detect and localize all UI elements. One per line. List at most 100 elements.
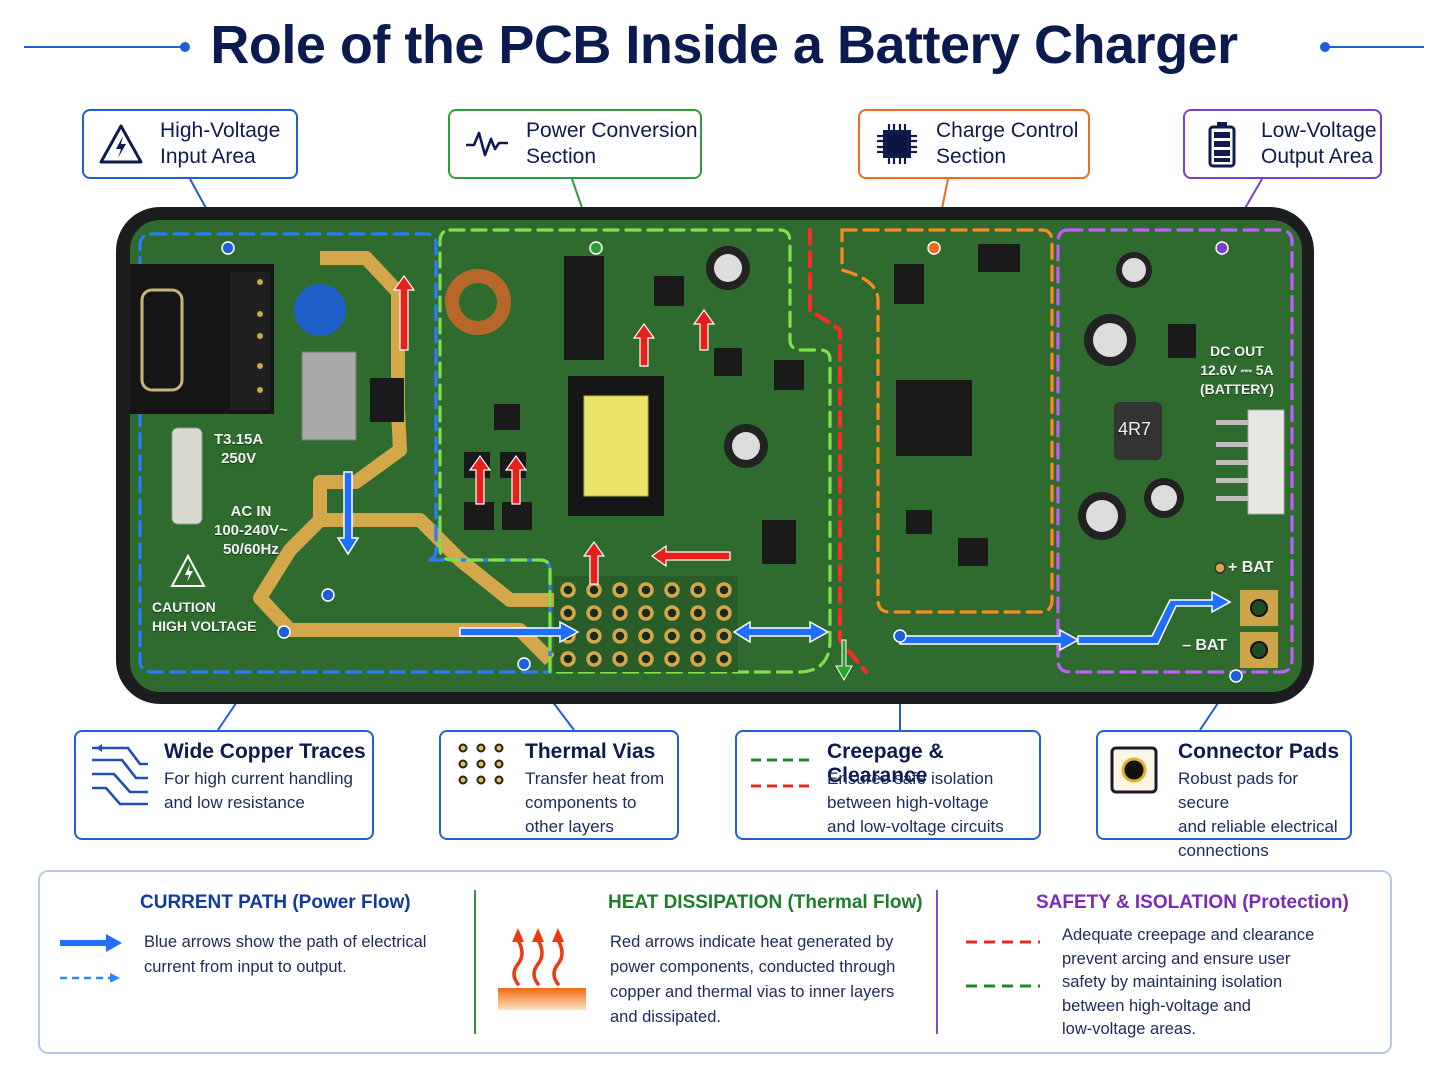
- output-inductor: [1114, 402, 1162, 460]
- thermal-via: [638, 605, 654, 621]
- thermal-via: [612, 582, 628, 598]
- thermal-via: [560, 582, 576, 598]
- feature-wide-copper-traces: Wide Copper Traces For high current hand…: [74, 730, 374, 840]
- heat-waves-icon: [498, 928, 586, 1010]
- mosfet-array: [564, 256, 604, 360]
- feature-title: Wide Copper Traces: [164, 740, 366, 763]
- thermal-via: [690, 605, 706, 621]
- thermal-via: [586, 628, 602, 644]
- thermal-via: [716, 628, 732, 644]
- ground-arrow: [835, 639, 853, 682]
- heat-arrow: [650, 544, 731, 568]
- legend-panel: CURRENT PATH (Power Flow) Blue arrows sh…: [38, 870, 1392, 1054]
- feature-description: Ensures safe isolation between high-volt…: [827, 769, 1004, 836]
- title-decoration-dot-right: [1320, 42, 1330, 52]
- thermal-via: [664, 582, 680, 598]
- battery-icon: [1197, 119, 1247, 169]
- caution-label: CAUTION HIGH VOLTAGE: [152, 599, 257, 634]
- feature-title: Thermal Vias: [525, 740, 656, 763]
- heat-arrow: [468, 454, 492, 505]
- heat-arrow: [392, 274, 416, 351]
- title-decoration-left: [24, 46, 184, 48]
- x-capacitor: [301, 351, 357, 441]
- isolation-lines-legend-icon: [966, 940, 1040, 988]
- toroid-inductor: [445, 269, 511, 335]
- title-decoration-dot-left: [180, 42, 190, 52]
- fuse-rating-label: T3.15A 250V: [214, 431, 264, 467]
- title-decoration-right: [1326, 46, 1424, 48]
- callout-high-voltage-input: High-Voltage Input Area: [82, 109, 298, 179]
- thermal-via: [690, 628, 706, 644]
- thermal-via: [586, 651, 602, 667]
- current-arrow-legend-icon: [60, 934, 122, 982]
- thermal-via: [586, 605, 602, 621]
- callout-label: High-Voltage Input Area: [160, 119, 281, 168]
- connector-pad-icon: [1110, 746, 1158, 794]
- power-conversion-zone-border: [438, 228, 832, 674]
- thermal-via: [690, 651, 706, 667]
- waveform-icon: [462, 119, 512, 169]
- heat-arrow: [504, 454, 528, 505]
- fuse: [171, 427, 203, 525]
- plus-bat-label: + BAT: [1228, 559, 1274, 576]
- feature-title: Creepage & Clearance: [827, 740, 944, 787]
- thermal-via: [716, 605, 732, 621]
- thermal-via: [664, 605, 680, 621]
- callout-label: Power Conversion Section: [526, 119, 698, 168]
- feature-connector-pads: Connector Pads Robust pads for secure an…: [1096, 730, 1352, 860]
- legend-divider: [936, 890, 938, 1034]
- bridge-rectifier: [370, 378, 404, 422]
- thermal-via: [638, 582, 654, 598]
- thermal-via: [612, 605, 628, 621]
- legend-heat-dissipation-description: Red arrows indicate heat generated by po…: [610, 933, 896, 1026]
- heat-arrows: [392, 274, 731, 585]
- feature-title: Connector Pads: [1178, 740, 1340, 763]
- thermal-via: [612, 651, 628, 667]
- callout-label: Charge Control Section: [936, 119, 1079, 168]
- current-arrow: [459, 620, 580, 644]
- current-flow-arrows: [336, 471, 1232, 652]
- callout-power-conversion: Power Conversion Section: [448, 109, 702, 179]
- thermal-via: [612, 628, 628, 644]
- page-title: Role of the PCB Inside a Battery Charger: [210, 15, 1238, 75]
- thermal-via: [690, 582, 706, 598]
- charge-controller-ic: [896, 380, 972, 456]
- dashed-lines-icon: [751, 758, 813, 788]
- thermal-via: [664, 628, 680, 644]
- current-arrow: [1077, 590, 1232, 645]
- feature-description: Robust pads for secure and reliable elec…: [1178, 769, 1338, 860]
- thermal-via: [638, 628, 654, 644]
- output-zone-border: [1056, 228, 1294, 674]
- callout-charge-control: Charge Control Section: [858, 109, 1090, 179]
- copper-traces-icon: [92, 744, 148, 806]
- output-connector: [1247, 409, 1285, 515]
- feature-description: Transfer heat from components to other l…: [525, 769, 665, 836]
- dc-output-label: DC OUT 12.6V ⎓ 5A (BATTERY): [1200, 343, 1274, 397]
- legend-current-path-title: CURRENT PATH (Power Flow): [140, 892, 411, 913]
- current-arrow: [732, 620, 830, 644]
- thermal-via-array: [554, 576, 738, 672]
- legend-current-path-description: Blue arrows show the path of electrical …: [144, 933, 427, 976]
- callout-label: Low-Voltage Output Area: [1261, 119, 1377, 168]
- thermal-via: [560, 651, 576, 667]
- thermal-via: [560, 605, 576, 621]
- feature-description: For high current handling and low resist…: [164, 769, 354, 812]
- high-voltage-warning-icon: [96, 119, 146, 169]
- thermal-via: [638, 651, 654, 667]
- heat-arrow: [692, 308, 716, 351]
- pcb-board: T3.15A 250V AC IN 100-240V~ 50/60Hz CAUT…: [130, 220, 1302, 692]
- thermal-via: [716, 651, 732, 667]
- thermal-vias-icon: [458, 743, 504, 785]
- thermal-via: [716, 582, 732, 598]
- varistor: [294, 284, 346, 336]
- heat-arrow: [632, 322, 656, 367]
- inductor-marking: 4R7: [1118, 419, 1152, 439]
- heat-arrow: [582, 540, 606, 585]
- isolation-barrier-line: [808, 228, 868, 674]
- thermal-via: [586, 582, 602, 598]
- charge-control-zone-border: [840, 228, 1054, 614]
- ac-input-label: AC IN 100-240V~ 50/60Hz: [214, 503, 288, 558]
- microchip-icon: [872, 119, 922, 169]
- legend-divider: [474, 890, 476, 1034]
- pcb-illustration: [130, 228, 1294, 683]
